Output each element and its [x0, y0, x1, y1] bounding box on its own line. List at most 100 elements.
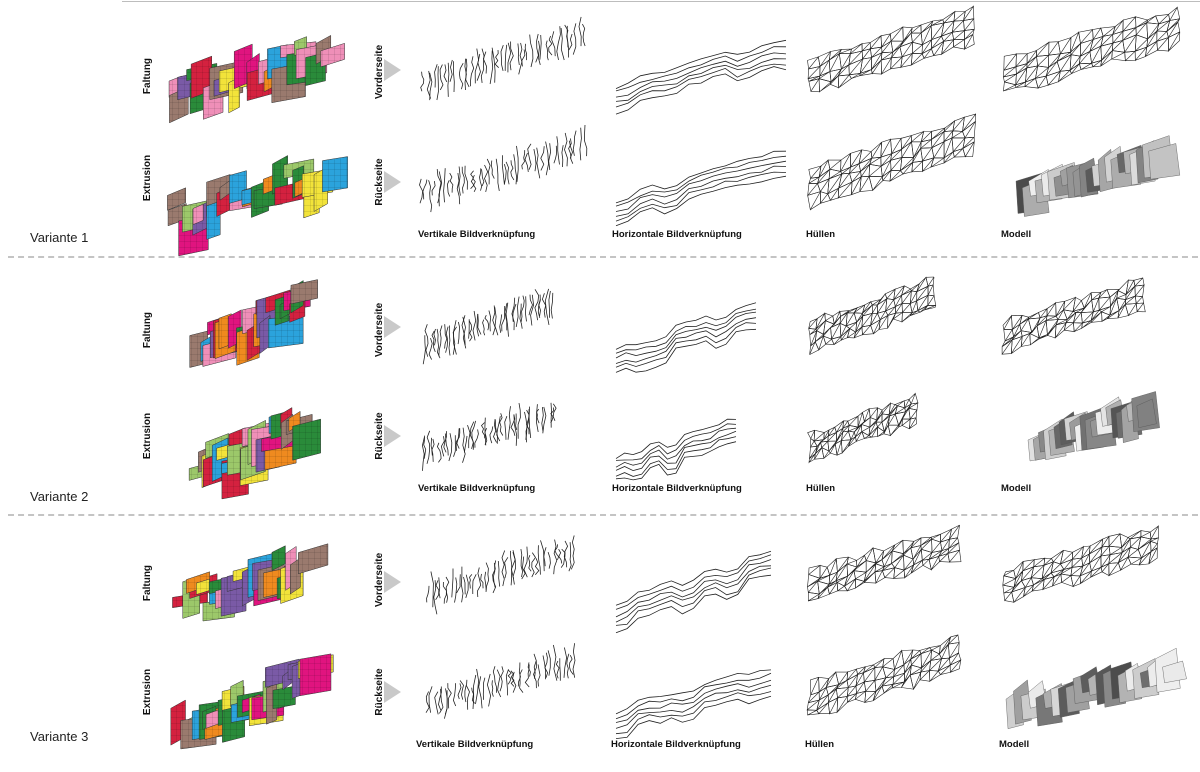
mesh-cell — [890, 137, 902, 155]
vertical-stroke — [489, 426, 494, 444]
vertical-stroke — [552, 403, 557, 421]
model-render — [1010, 123, 1181, 223]
contour-line — [615, 430, 737, 472]
vertical-stroke — [515, 413, 518, 431]
mesh-cell — [1063, 322, 1075, 332]
vertical-stroke — [465, 58, 470, 88]
mesh-cell — [1027, 312, 1041, 320]
contour-line — [615, 322, 757, 368]
variant-label: Variante 3 — [30, 729, 89, 744]
vertical-stroke — [484, 417, 487, 446]
arrow-icon — [384, 316, 401, 338]
vertical-stroke — [512, 671, 517, 693]
mesh-cell — [953, 38, 965, 50]
mesh-cell — [951, 19, 965, 34]
mesh-cell — [1035, 65, 1050, 80]
horizontal-link-front — [612, 278, 762, 373]
vertical-stroke — [491, 47, 496, 83]
mesh-cell — [858, 157, 873, 173]
vertical-stroke — [543, 547, 547, 567]
vertical-stroke — [477, 313, 482, 335]
vertical-stroke — [436, 442, 442, 463]
mesh-cell — [809, 677, 820, 696]
mesh-cell — [839, 310, 850, 317]
mesh-cell — [850, 149, 863, 169]
vertical-stroke — [462, 316, 467, 349]
mesh-cell — [1078, 62, 1094, 70]
mesh-cell — [1031, 578, 1045, 593]
vertical-stroke — [548, 143, 552, 170]
mesh-cell — [835, 686, 849, 699]
mesh-cell — [862, 408, 871, 423]
mesh-cell — [1134, 34, 1149, 52]
vertical-stroke — [566, 25, 569, 58]
vertical-stroke — [494, 307, 499, 336]
mesh-cell — [1057, 36, 1072, 55]
mesh-cell — [838, 48, 852, 55]
vertical-stroke — [517, 43, 520, 66]
vertical-stroke — [550, 402, 552, 428]
mesh-cell — [825, 671, 840, 688]
mesh-cell — [1124, 50, 1136, 62]
mesh-cell — [1108, 533, 1123, 548]
mesh-cell — [1070, 42, 1081, 57]
model-render — [1000, 640, 1190, 735]
vertical-stroke — [456, 574, 461, 594]
arrow-icon — [384, 171, 401, 193]
vertical-stroke — [439, 688, 444, 714]
mesh-cell — [885, 305, 896, 316]
mesh-cell — [818, 159, 831, 178]
mesh-cell — [863, 666, 876, 683]
mesh-cell — [836, 695, 848, 714]
vertical-stroke — [492, 560, 497, 588]
mesh-cell — [870, 319, 881, 335]
vertical-stroke — [457, 683, 462, 700]
vertical-stroke — [527, 662, 531, 677]
mesh-cell — [1149, 524, 1159, 540]
vertical-stroke — [480, 422, 486, 439]
mesh-cell — [888, 402, 899, 415]
mesh-cell — [821, 447, 831, 460]
mesh-cell — [1079, 570, 1092, 585]
contour-line — [615, 684, 772, 729]
mesh-cell — [827, 187, 840, 201]
vertical-stroke — [433, 580, 438, 615]
mesh-cell — [842, 420, 850, 429]
mesh-cell — [846, 556, 858, 568]
vertical-stroke — [465, 574, 469, 599]
mesh-cell — [872, 547, 884, 564]
mesh-cell — [1091, 59, 1103, 68]
hull-front — [805, 276, 940, 368]
vertical-stroke — [524, 296, 527, 322]
contour-line — [615, 672, 772, 720]
horizontal-link-back — [612, 640, 777, 739]
mesh-cell — [953, 10, 966, 22]
vertical-stroke — [559, 658, 561, 681]
contour-line — [615, 418, 737, 459]
mesh-cell — [920, 536, 932, 547]
vertical-stroke — [499, 314, 503, 333]
vertical-link-back — [420, 640, 585, 730]
arrow-icon — [384, 681, 401, 703]
mesh-cell — [1090, 566, 1103, 578]
mesh-cell — [868, 406, 878, 421]
mesh-cell — [813, 429, 825, 442]
hull-back — [805, 634, 965, 735]
vertical-link-front — [420, 530, 585, 620]
mesh-cell — [1078, 50, 1092, 65]
vertical-stroke — [484, 571, 487, 591]
vertical-stroke — [582, 23, 586, 47]
voxel-grid — [292, 419, 321, 461]
mesh-cell — [1048, 40, 1061, 57]
vertical-stroke — [535, 33, 539, 63]
vertical-stroke — [438, 171, 443, 207]
mesh-cell — [1059, 558, 1073, 570]
mesh-cell — [809, 341, 820, 355]
contour-line — [615, 669, 772, 715]
hull-back — [805, 113, 980, 225]
vertical-stroke — [560, 27, 565, 61]
vertical-stroke — [452, 61, 455, 93]
column-caption-horizontal: Horizontale Bildverknüpfung — [611, 739, 741, 750]
voxel-grid — [272, 685, 296, 709]
mesh-cell — [938, 547, 950, 557]
